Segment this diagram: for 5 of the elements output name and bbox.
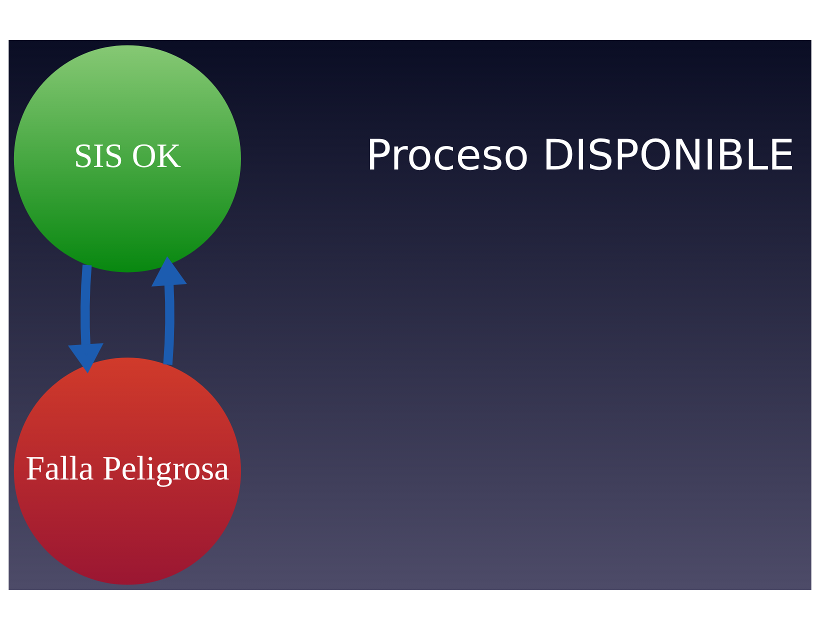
label: Proceso DISPONIBLE [366, 130, 795, 180]
node-circle: SIS OK [14, 45, 241, 272]
arrow [68, 264, 104, 374]
node-circle: Falla Peligrosa [14, 358, 241, 585]
arrow [151, 256, 187, 365]
